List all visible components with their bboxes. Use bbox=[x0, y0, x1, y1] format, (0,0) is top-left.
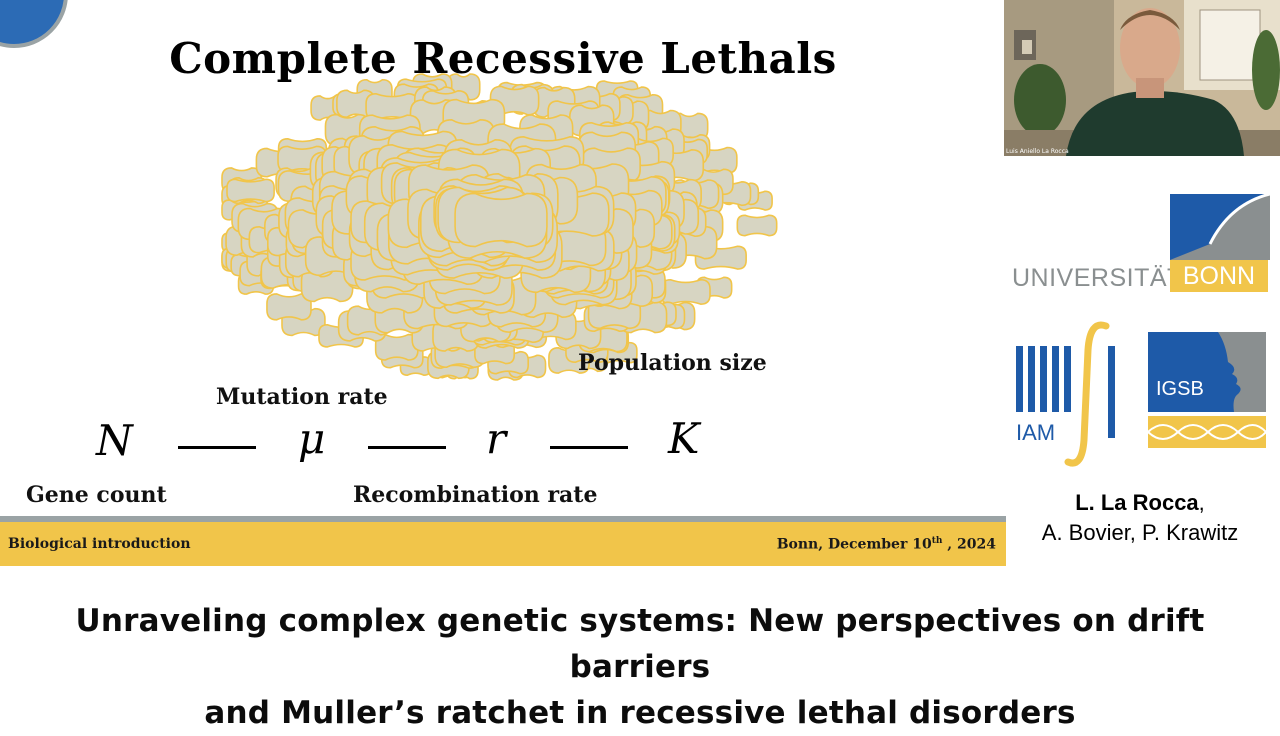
cell-shape bbox=[266, 293, 312, 321]
webcam-name-tag: Luis Aniello La Rocca bbox=[1006, 148, 1069, 155]
iam-emblem-icon bbox=[1016, 321, 1115, 467]
mutation-rate-label: Mutation rate bbox=[216, 384, 388, 410]
co-authors: A. Bovier, P. Krawitz bbox=[1041, 520, 1239, 545]
date-suffix: , 2024 bbox=[942, 536, 996, 553]
footer-bar: Biological introduction Bonn, December 1… bbox=[0, 522, 1006, 566]
cell-shape bbox=[226, 178, 275, 203]
presentation-slide: Complete Recessive Lethals Population si… bbox=[0, 0, 1006, 566]
iam-label: IAM bbox=[1016, 420, 1056, 445]
university-text: UNIVERSITÄT bbox=[1012, 264, 1183, 292]
lead-author: L. La Rocca bbox=[1075, 490, 1199, 515]
slide-title: Complete Recessive Lethals bbox=[169, 34, 837, 83]
dash-line bbox=[178, 446, 256, 449]
lead-author-comma: , bbox=[1198, 490, 1205, 515]
caption-line-1: Unraveling complex genetic systems: New … bbox=[75, 603, 1205, 685]
cell-shape bbox=[454, 192, 548, 248]
cell-shape bbox=[660, 278, 711, 305]
footer-date: Bonn, December 10th , 2024 bbox=[777, 536, 996, 553]
footer-divider bbox=[0, 516, 1006, 522]
gene-count-label: Gene count bbox=[26, 482, 167, 508]
iam-logo: IAM bbox=[1014, 320, 1124, 470]
dash-line bbox=[368, 446, 446, 449]
speaker-webcam: Luis Aniello La Rocca bbox=[1004, 0, 1280, 156]
lead-author-line: L. La Rocca, bbox=[1010, 488, 1270, 518]
date-prefix: Bonn, December 10 bbox=[776, 536, 932, 553]
igsb-label: IGSB bbox=[1156, 378, 1204, 400]
webcam-scene bbox=[1004, 0, 1280, 156]
author-list: L. La Rocca, A. Bovier, P. Krawitz bbox=[1010, 488, 1270, 548]
university-bonn-logo: UNIVERSITÄT BONN bbox=[1012, 190, 1272, 294]
cell-shape bbox=[374, 333, 419, 361]
caption-line-2: and Muller’s ratchet in recessive lethal… bbox=[204, 695, 1076, 731]
dash-line bbox=[550, 446, 628, 449]
bonn-text: BONN bbox=[1170, 260, 1268, 292]
variable-k: K bbox=[668, 414, 700, 463]
cell-population-illustration bbox=[221, 73, 778, 381]
talk-title-caption: Unraveling complex genetic systems: New … bbox=[0, 598, 1280, 736]
date-superscript: th bbox=[931, 536, 943, 546]
variable-mu: μ bbox=[298, 414, 326, 463]
cell-shape bbox=[736, 214, 778, 237]
variable-n: N bbox=[96, 416, 133, 465]
recombination-rate-label: Recombination rate bbox=[353, 482, 598, 508]
bonn-emblem-icon bbox=[1170, 194, 1270, 260]
section-name: Biological introduction bbox=[8, 536, 191, 552]
igsb-logo: IGSB bbox=[1147, 332, 1267, 450]
variable-r: r bbox=[486, 414, 507, 463]
igsb-emblem-icon bbox=[1147, 332, 1267, 448]
population-size-label: Population size bbox=[578, 350, 767, 376]
